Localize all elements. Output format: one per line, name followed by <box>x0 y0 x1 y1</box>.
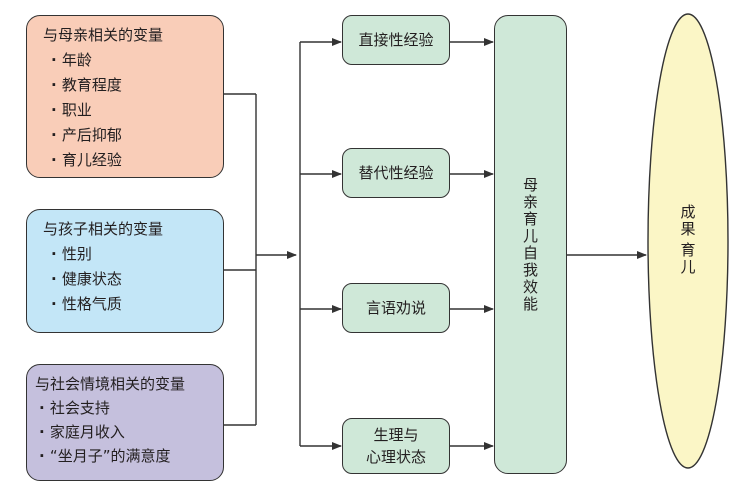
child-variable-item: 性别 <box>43 242 213 267</box>
social-context-variable-item: 社会支持 <box>35 396 213 420</box>
physiological-state-label-line1: 生理与 <box>373 426 419 444</box>
social-context-variables-box: 与社会情境相关的变量 社会支持 家庭月收入 “坐月子”的满意度 <box>26 364 224 481</box>
direct-experience-box: 直接性经验 <box>342 15 450 65</box>
social-context-variable-item: “坐月子”的满意度 <box>35 444 213 468</box>
mother-variable-item: 教育程度 <box>43 73 213 98</box>
verbal-persuasion-label: 言语劝说 <box>365 299 426 317</box>
parenting-outcome-label: 育儿 成果 <box>663 185 713 295</box>
maternal-self-efficacy-box: 母亲育儿自我效能 <box>494 15 567 474</box>
child-variable-item: 性格气质 <box>43 292 213 317</box>
social-context-variable-item: 家庭月收入 <box>35 420 213 444</box>
mother-variables-title: 与母亲相关的变量 <box>43 26 164 44</box>
child-variable-item: 健康状态 <box>43 267 213 292</box>
vicarious-experience-label: 替代性经验 <box>358 164 434 182</box>
mother-variable-item: 育儿经验 <box>43 148 213 173</box>
mother-variables-box: 与母亲相关的变量 年龄 教育程度 职业 产后抑郁 育儿经验 <box>26 15 224 178</box>
social-context-variables-title: 与社会情境相关的变量 <box>35 375 186 393</box>
outcome-ellipse <box>647 13 729 469</box>
mother-variable-item: 产后抑郁 <box>43 123 213 148</box>
maternal-self-efficacy-label: 母亲育儿自我效能 <box>521 176 539 313</box>
vicarious-experience-box: 替代性经验 <box>342 148 450 198</box>
direct-experience-label: 直接性经验 <box>358 31 434 49</box>
child-variables-box: 与孩子相关的变量 性别 健康状态 性格气质 <box>26 209 224 333</box>
mother-variable-item: 职业 <box>43 98 213 123</box>
child-variables-title: 与孩子相关的变量 <box>43 220 164 238</box>
parenting-outcome-line2: 成果 <box>678 204 697 238</box>
physiological-state-label-line2: 心理状态 <box>365 448 426 466</box>
verbal-persuasion-box: 言语劝说 <box>342 283 450 333</box>
mother-variable-item: 年龄 <box>43 48 213 73</box>
parenting-outcome-line1: 育儿 <box>678 242 697 276</box>
physiological-state-box: 生理与 心理状态 <box>342 418 450 474</box>
